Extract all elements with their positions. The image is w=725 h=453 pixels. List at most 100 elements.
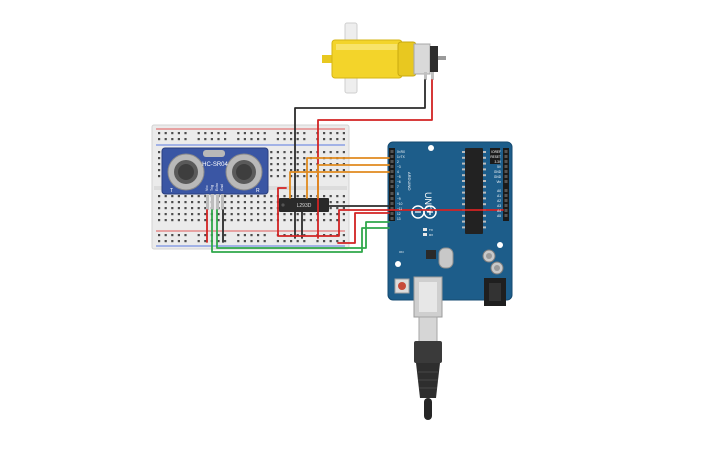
breadboard-hole[interactable]: [197, 138, 200, 141]
breadboard-hole[interactable]: [336, 201, 339, 204]
breadboard-hole[interactable]: [164, 195, 167, 198]
breadboard-hole[interactable]: [303, 138, 306, 141]
breadboard-hole[interactable]: [184, 219, 187, 222]
wire-motor-black[interactable]: [294, 79, 426, 239]
power-socket[interactable]: [504, 155, 508, 158]
breadboard-hole[interactable]: [290, 163, 293, 166]
breadboard-hole[interactable]: [336, 175, 339, 178]
breadboard-hole[interactable]: [230, 219, 233, 222]
power-socket[interactable]: [504, 194, 508, 197]
breadboard-hole[interactable]: [237, 132, 240, 135]
breadboard-hole[interactable]: [290, 213, 293, 216]
breadboard-hole[interactable]: [323, 213, 326, 216]
breadboard-hole[interactable]: [329, 207, 332, 210]
breadboard-hole[interactable]: [177, 207, 180, 210]
breadboard-hole[interactable]: [250, 219, 253, 222]
breadboard-hole[interactable]: [184, 195, 187, 198]
breadboard-hole[interactable]: [191, 201, 194, 204]
digital-socket[interactable]: [390, 165, 394, 168]
breadboard-hole[interactable]: [197, 207, 200, 210]
breadboard-hole[interactable]: [329, 219, 332, 222]
breadboard-hole[interactable]: [342, 219, 345, 222]
breadboard-hole[interactable]: [290, 151, 293, 154]
breadboard-hole[interactable]: [283, 240, 286, 243]
breadboard-hole[interactable]: [224, 138, 227, 141]
breadboard-hole[interactable]: [342, 151, 345, 154]
breadboard-hole[interactable]: [276, 240, 279, 243]
breadboard-hole[interactable]: [191, 219, 194, 222]
breadboard-hole[interactable]: [270, 201, 273, 204]
breadboard-hole[interactable]: [336, 240, 339, 243]
breadboard-hole[interactable]: [177, 234, 180, 237]
breadboard-hole[interactable]: [336, 207, 339, 210]
breadboard-hole[interactable]: [257, 195, 260, 198]
breadboard-hole[interactable]: [276, 132, 279, 135]
breadboard-hole[interactable]: [217, 219, 220, 222]
breadboard-hole[interactable]: [204, 138, 207, 141]
breadboard-hole[interactable]: [243, 213, 246, 216]
breadboard-hole[interactable]: [204, 207, 207, 210]
breadboard-hole[interactable]: [257, 138, 260, 141]
breadboard-hole[interactable]: [250, 207, 253, 210]
breadboard-hole[interactable]: [283, 195, 286, 198]
breadboard-hole[interactable]: [158, 138, 161, 141]
breadboard-hole[interactable]: [329, 169, 332, 172]
breadboard-hole[interactable]: [283, 219, 286, 222]
breadboard-hole[interactable]: [171, 195, 174, 198]
power-socket[interactable]: [504, 180, 508, 183]
breadboard-hole[interactable]: [270, 169, 273, 172]
breadboard-hole[interactable]: [323, 219, 326, 222]
breadboard-hole[interactable]: [184, 234, 187, 237]
breadboard-hole[interactable]: [309, 219, 312, 222]
breadboard-hole[interactable]: [158, 151, 161, 154]
breadboard-hole[interactable]: [224, 234, 227, 237]
breadboard-hole[interactable]: [250, 201, 253, 204]
breadboard-hole[interactable]: [303, 169, 306, 172]
breadboard-hole[interactable]: [323, 195, 326, 198]
breadboard-hole[interactable]: [270, 175, 273, 178]
breadboard-hole[interactable]: [158, 201, 161, 204]
digital-socket[interactable]: [390, 150, 394, 153]
digital-socket[interactable]: [390, 175, 394, 178]
breadboard-hole[interactable]: [177, 201, 180, 204]
breadboard-hole[interactable]: [158, 163, 161, 166]
breadboard-hole[interactable]: [204, 201, 207, 204]
digital-socket[interactable]: [390, 160, 394, 163]
breadboard-hole[interactable]: [283, 157, 286, 160]
breadboard-hole[interactable]: [270, 163, 273, 166]
breadboard-hole[interactable]: [184, 207, 187, 210]
breadboard-hole[interactable]: [336, 132, 339, 135]
breadboard-hole[interactable]: [184, 138, 187, 141]
breadboard-hole[interactable]: [263, 132, 266, 135]
breadboard-hole[interactable]: [296, 132, 299, 135]
breadboard-hole[interactable]: [329, 240, 332, 243]
breadboard-hole[interactable]: [224, 213, 227, 216]
breadboard-hole[interactable]: [276, 151, 279, 154]
breadboard-hole[interactable]: [336, 151, 339, 154]
breadboard-hole[interactable]: [224, 201, 227, 204]
breadboard-hole[interactable]: [342, 234, 345, 237]
digital-socket[interactable]: [390, 217, 394, 220]
breadboard-hole[interactable]: [177, 240, 180, 243]
breadboard-hole[interactable]: [197, 240, 200, 243]
breadboard-hole[interactable]: [296, 219, 299, 222]
breadboard-hole[interactable]: [171, 132, 174, 135]
breadboard-hole[interactable]: [171, 207, 174, 210]
breadboard-hole[interactable]: [257, 219, 260, 222]
breadboard-hole[interactable]: [257, 201, 260, 204]
breadboard-hole[interactable]: [164, 207, 167, 210]
breadboard-hole[interactable]: [263, 207, 266, 210]
wire-orange-1[interactable]: [306, 157, 390, 199]
breadboard-hole[interactable]: [323, 240, 326, 243]
breadboard-hole[interactable]: [323, 132, 326, 135]
breadboard-hole[interactable]: [309, 195, 312, 198]
breadboard-hole[interactable]: [303, 163, 306, 166]
breadboard-hole[interactable]: [296, 138, 299, 141]
breadboard-hole[interactable]: [177, 138, 180, 141]
breadboard-hole[interactable]: [290, 132, 293, 135]
breadboard-hole[interactable]: [263, 234, 266, 237]
breadboard-hole[interactable]: [276, 157, 279, 160]
breadboard-hole[interactable]: [171, 219, 174, 222]
breadboard-hole[interactable]: [243, 207, 246, 210]
breadboard-hole[interactable]: [243, 132, 246, 135]
